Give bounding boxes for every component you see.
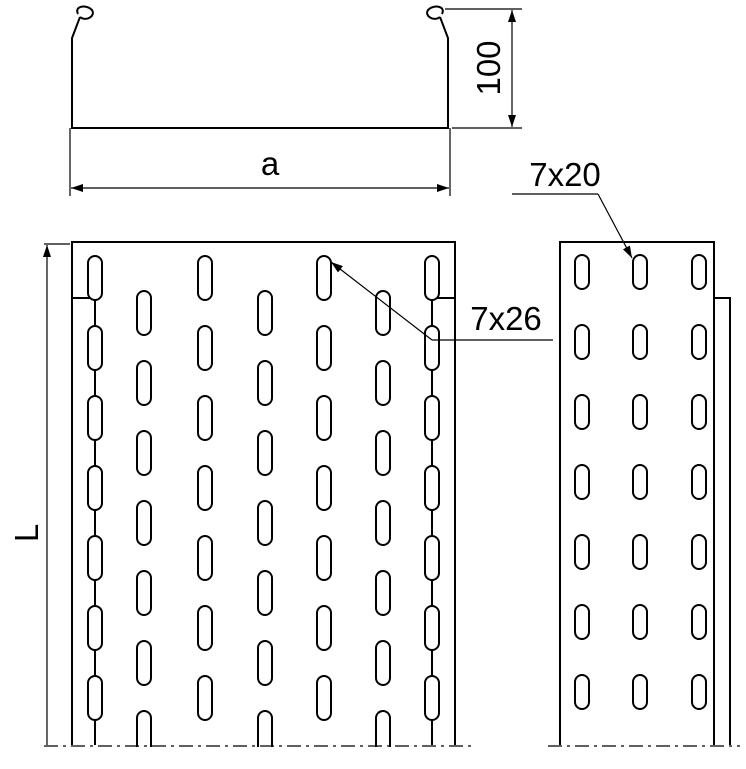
bottom-slot <box>136 570 152 616</box>
bottom-slot <box>316 535 332 581</box>
bottom-slot <box>316 465 332 511</box>
plan-slots <box>87 255 440 756</box>
bottom-slot <box>375 500 391 546</box>
bottom-slot <box>87 535 103 581</box>
bottom-slot <box>197 535 213 581</box>
bottom-slot <box>375 360 391 406</box>
bottom-slot <box>197 395 213 441</box>
bottom-slot <box>257 430 273 476</box>
bottom-slot-leader <box>330 261 433 341</box>
tray-profile <box>71 5 449 129</box>
bottom-slot <box>197 675 213 721</box>
bottom-slot <box>87 675 103 721</box>
side-slot <box>632 464 648 500</box>
bottom-slot <box>375 640 391 686</box>
bottom-slot <box>87 255 103 301</box>
bottom-slot <box>375 430 391 476</box>
height-label: 100 <box>470 40 507 95</box>
side-slot <box>632 604 648 640</box>
plan-outline-top <box>71 241 456 298</box>
bottom-slot <box>424 465 440 511</box>
side-slot <box>574 324 590 360</box>
side-slot <box>574 674 590 710</box>
side-slot <box>632 394 648 430</box>
bottom-slot <box>87 325 103 371</box>
bottom-slot <box>316 675 332 721</box>
bottom-slot <box>136 360 152 406</box>
side-slot <box>691 254 707 290</box>
side-slot <box>691 604 707 640</box>
side-view: 7x20 <box>512 156 740 747</box>
side-slot <box>574 604 590 640</box>
side-slot <box>632 324 648 360</box>
side-slots <box>574 254 707 710</box>
break-mask <box>40 747 746 769</box>
side-slot <box>574 254 590 290</box>
bottom-slot <box>87 605 103 651</box>
bottom-slot <box>257 360 273 406</box>
bottom-slot <box>316 605 332 651</box>
side-slot <box>691 324 707 360</box>
bottom-slot <box>257 570 273 616</box>
side-panel-outline <box>559 241 715 745</box>
side-slot <box>574 464 590 500</box>
bottom-slot <box>257 640 273 686</box>
plan-view: L 7x26 <box>8 241 553 756</box>
side-slot <box>691 394 707 430</box>
side-slot <box>574 394 590 430</box>
bottom-slot <box>197 255 213 301</box>
bottom-slot <box>375 570 391 616</box>
cross-section-view: 100 a <box>69 5 522 196</box>
bottom-slot <box>316 395 332 441</box>
side-slot <box>691 674 707 710</box>
bottom-slot <box>424 255 440 301</box>
side-lip <box>714 297 731 745</box>
bottom-slot <box>424 535 440 581</box>
bottom-slot <box>87 395 103 441</box>
bottom-slot <box>197 465 213 511</box>
side-slot <box>691 464 707 500</box>
side-slot <box>632 674 648 710</box>
bottom-slot <box>87 465 103 511</box>
bottom-slot <box>197 325 213 371</box>
bottom-slot <box>424 325 440 371</box>
side-slot <box>574 534 590 570</box>
bottom-slot <box>257 500 273 546</box>
bottom-slot <box>197 605 213 651</box>
bottom-slot <box>136 430 152 476</box>
width-label: a <box>261 145 280 182</box>
bottom-slot <box>375 290 391 336</box>
side-slot <box>632 254 648 290</box>
bottom-slot <box>136 500 152 546</box>
bottom-slot <box>424 395 440 441</box>
bottom-slot-label: 7x26 <box>470 300 542 337</box>
bottom-slot <box>316 255 332 301</box>
bottom-slot <box>424 605 440 651</box>
side-slot <box>632 534 648 570</box>
bottom-slot <box>257 290 273 336</box>
bottom-slot <box>136 640 152 686</box>
length-label: L <box>8 524 45 542</box>
bottom-slot <box>136 290 152 336</box>
bottom-slot <box>424 675 440 721</box>
side-slot-label: 7x20 <box>529 156 601 193</box>
side-slot-leader <box>597 193 633 259</box>
bottom-slot <box>316 325 332 371</box>
side-slot <box>691 534 707 570</box>
